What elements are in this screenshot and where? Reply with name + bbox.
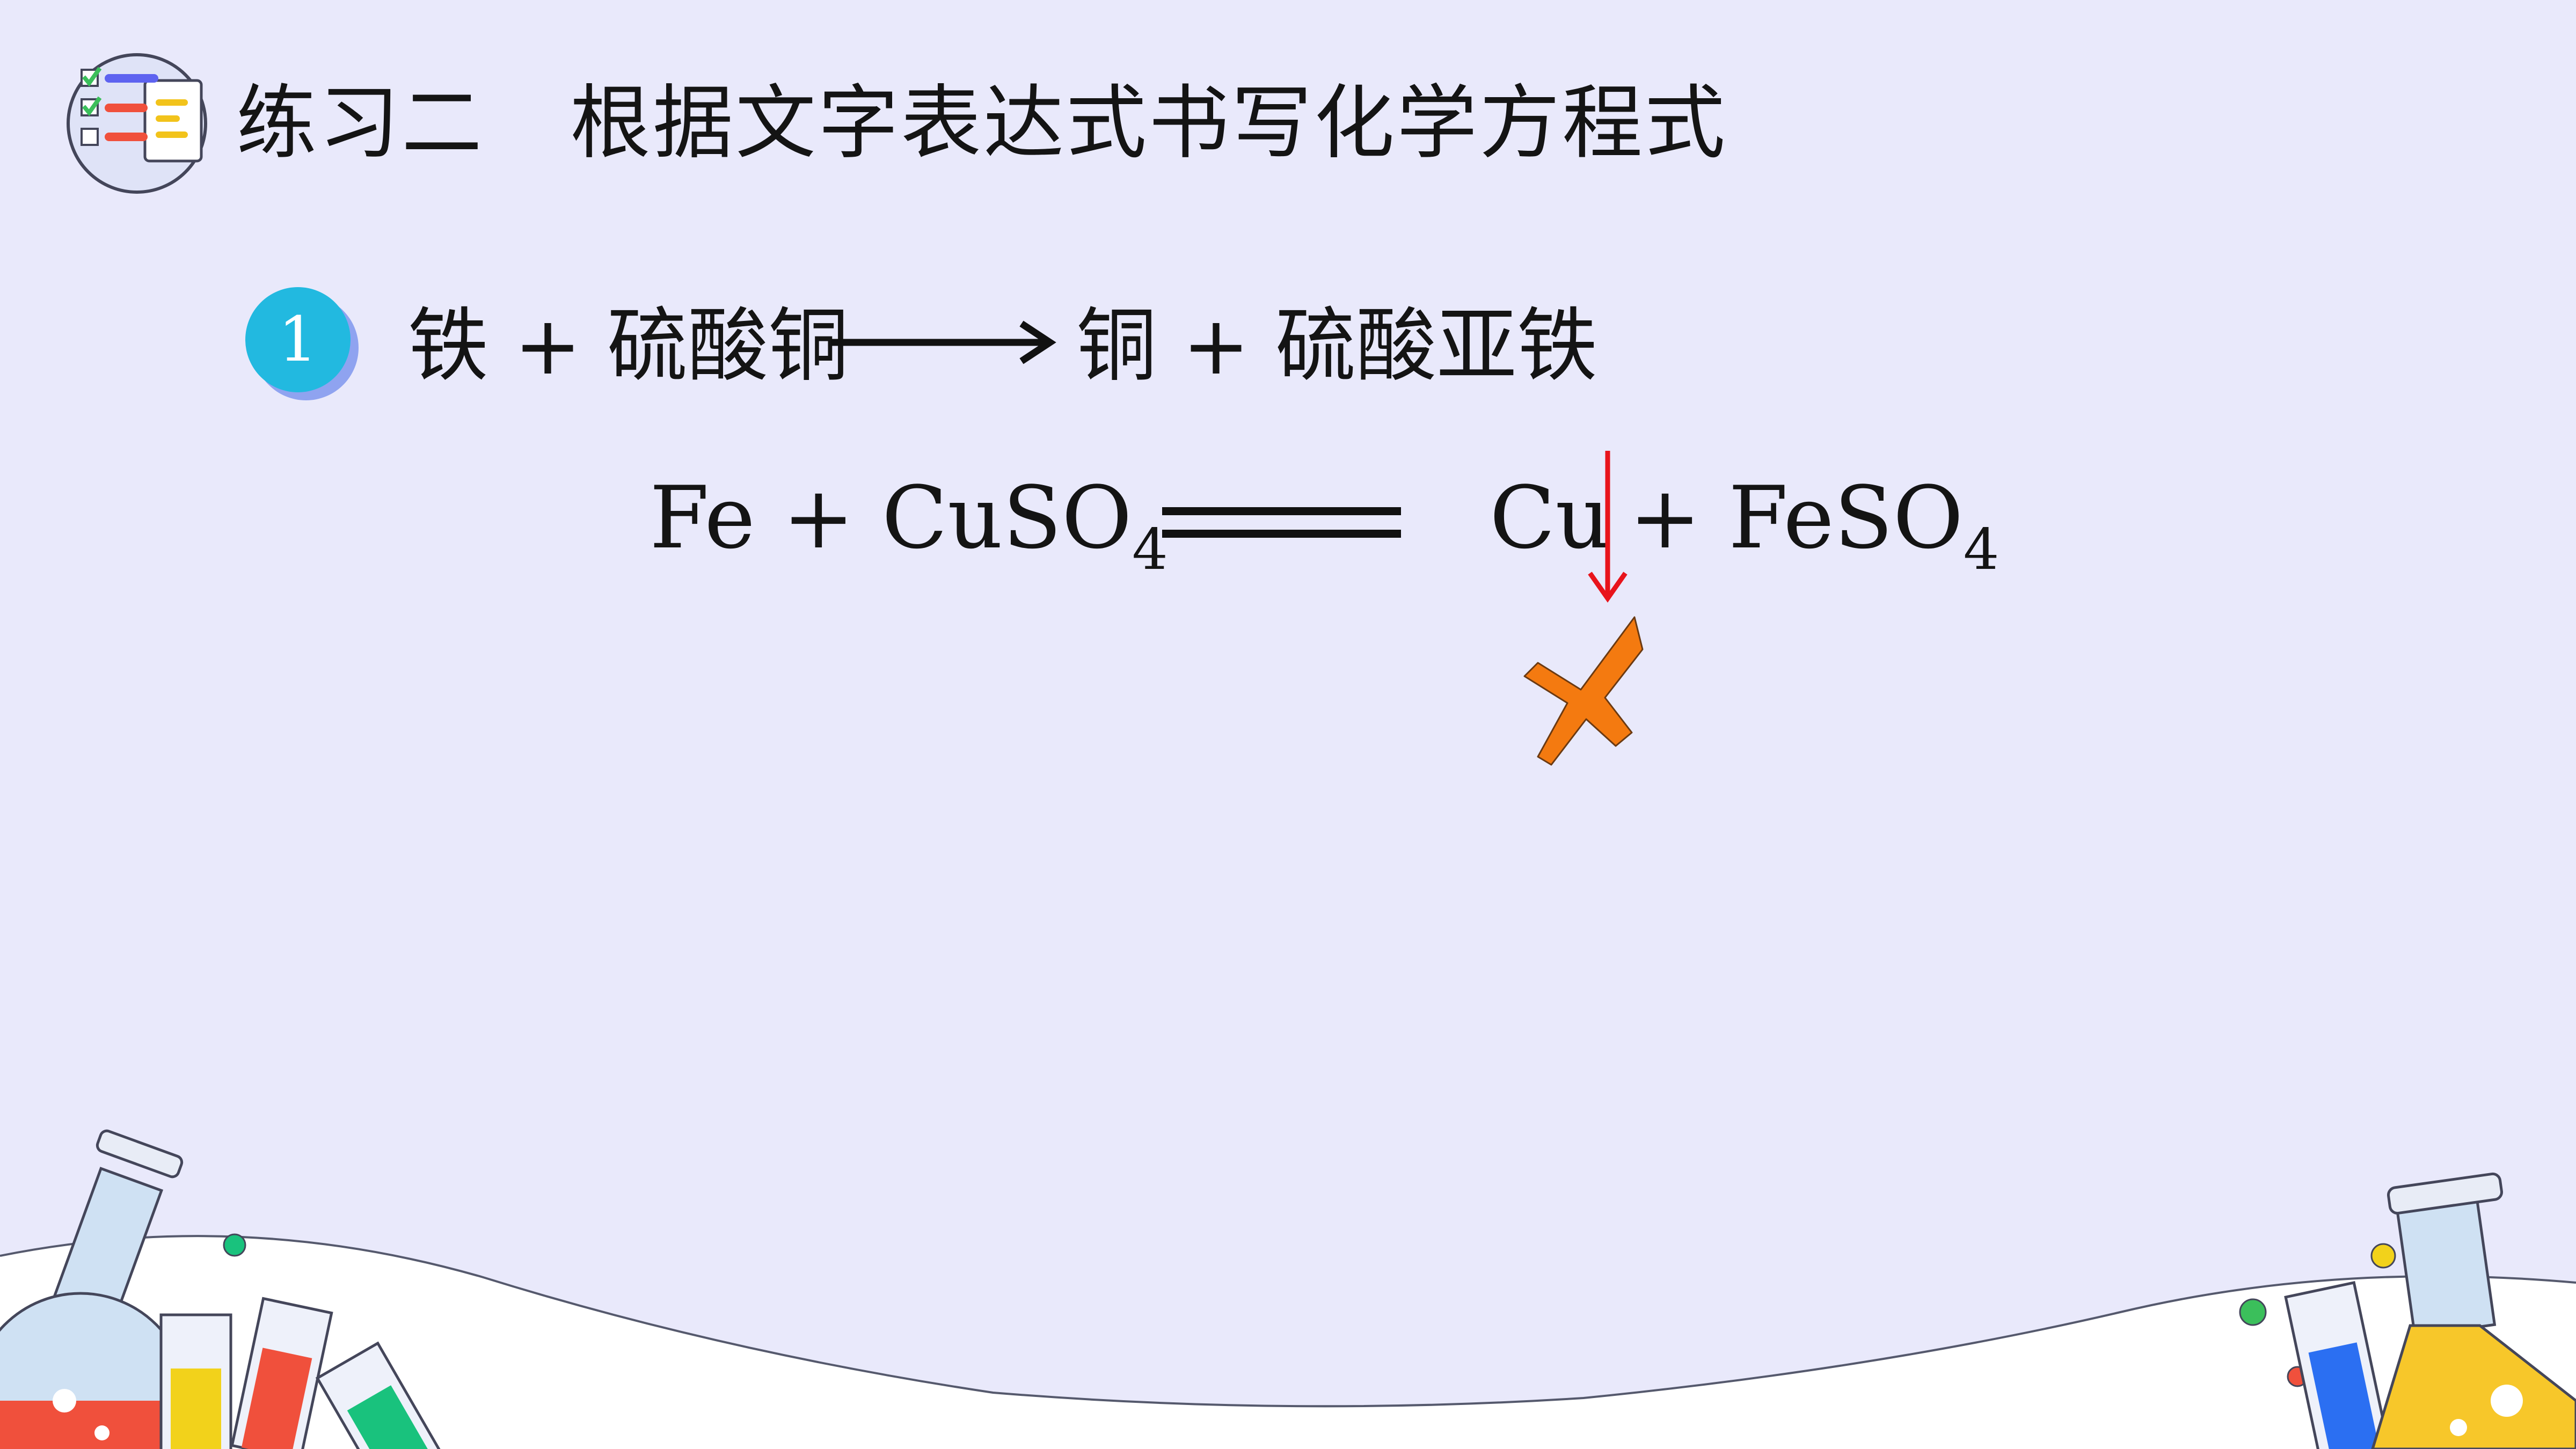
copper-sulfate-formula: CuSO <box>881 467 1132 568</box>
iron-formula: Fe <box>650 467 755 568</box>
title-part2: 根据文字表达式书写化学方程式 <box>570 77 1728 170</box>
cross-icon <box>1523 616 1644 766</box>
checklist-icon <box>67 53 207 194</box>
plus-sign: + <box>782 467 855 568</box>
subscript: 4 <box>1963 517 1999 582</box>
word-equation-products: 铜 + 硫酸亚铁 <box>1076 299 1598 393</box>
plus-sign: + <box>1629 467 1702 568</box>
flask-icon <box>2371 1172 2576 1449</box>
iron-sulfate-formula: FeSO <box>1728 467 1964 568</box>
double-line-equals-icon <box>1162 507 1401 538</box>
down-arrow-icon <box>1588 451 1628 603</box>
chem-equation-products: + FeSO4 <box>1629 464 1999 578</box>
word-equation-reactants: 铁 + 硫酸铜 <box>408 299 849 393</box>
right-arrow-icon <box>831 320 1056 364</box>
flask-icon <box>0 1129 189 1449</box>
item-number: 1 <box>278 304 318 376</box>
lab-glassware-decoration <box>0 1129 2576 1449</box>
page-title: 练习二根据文字表达式书写化学方程式 <box>236 72 1727 174</box>
title-part1: 练习二 <box>236 77 485 170</box>
copper-formula: Cu <box>1490 467 1611 568</box>
item-number-badge <box>245 287 359 400</box>
subscript: 4 <box>1132 517 1168 582</box>
chem-equation-reactants: Fe + CuSO4 <box>650 464 1168 578</box>
